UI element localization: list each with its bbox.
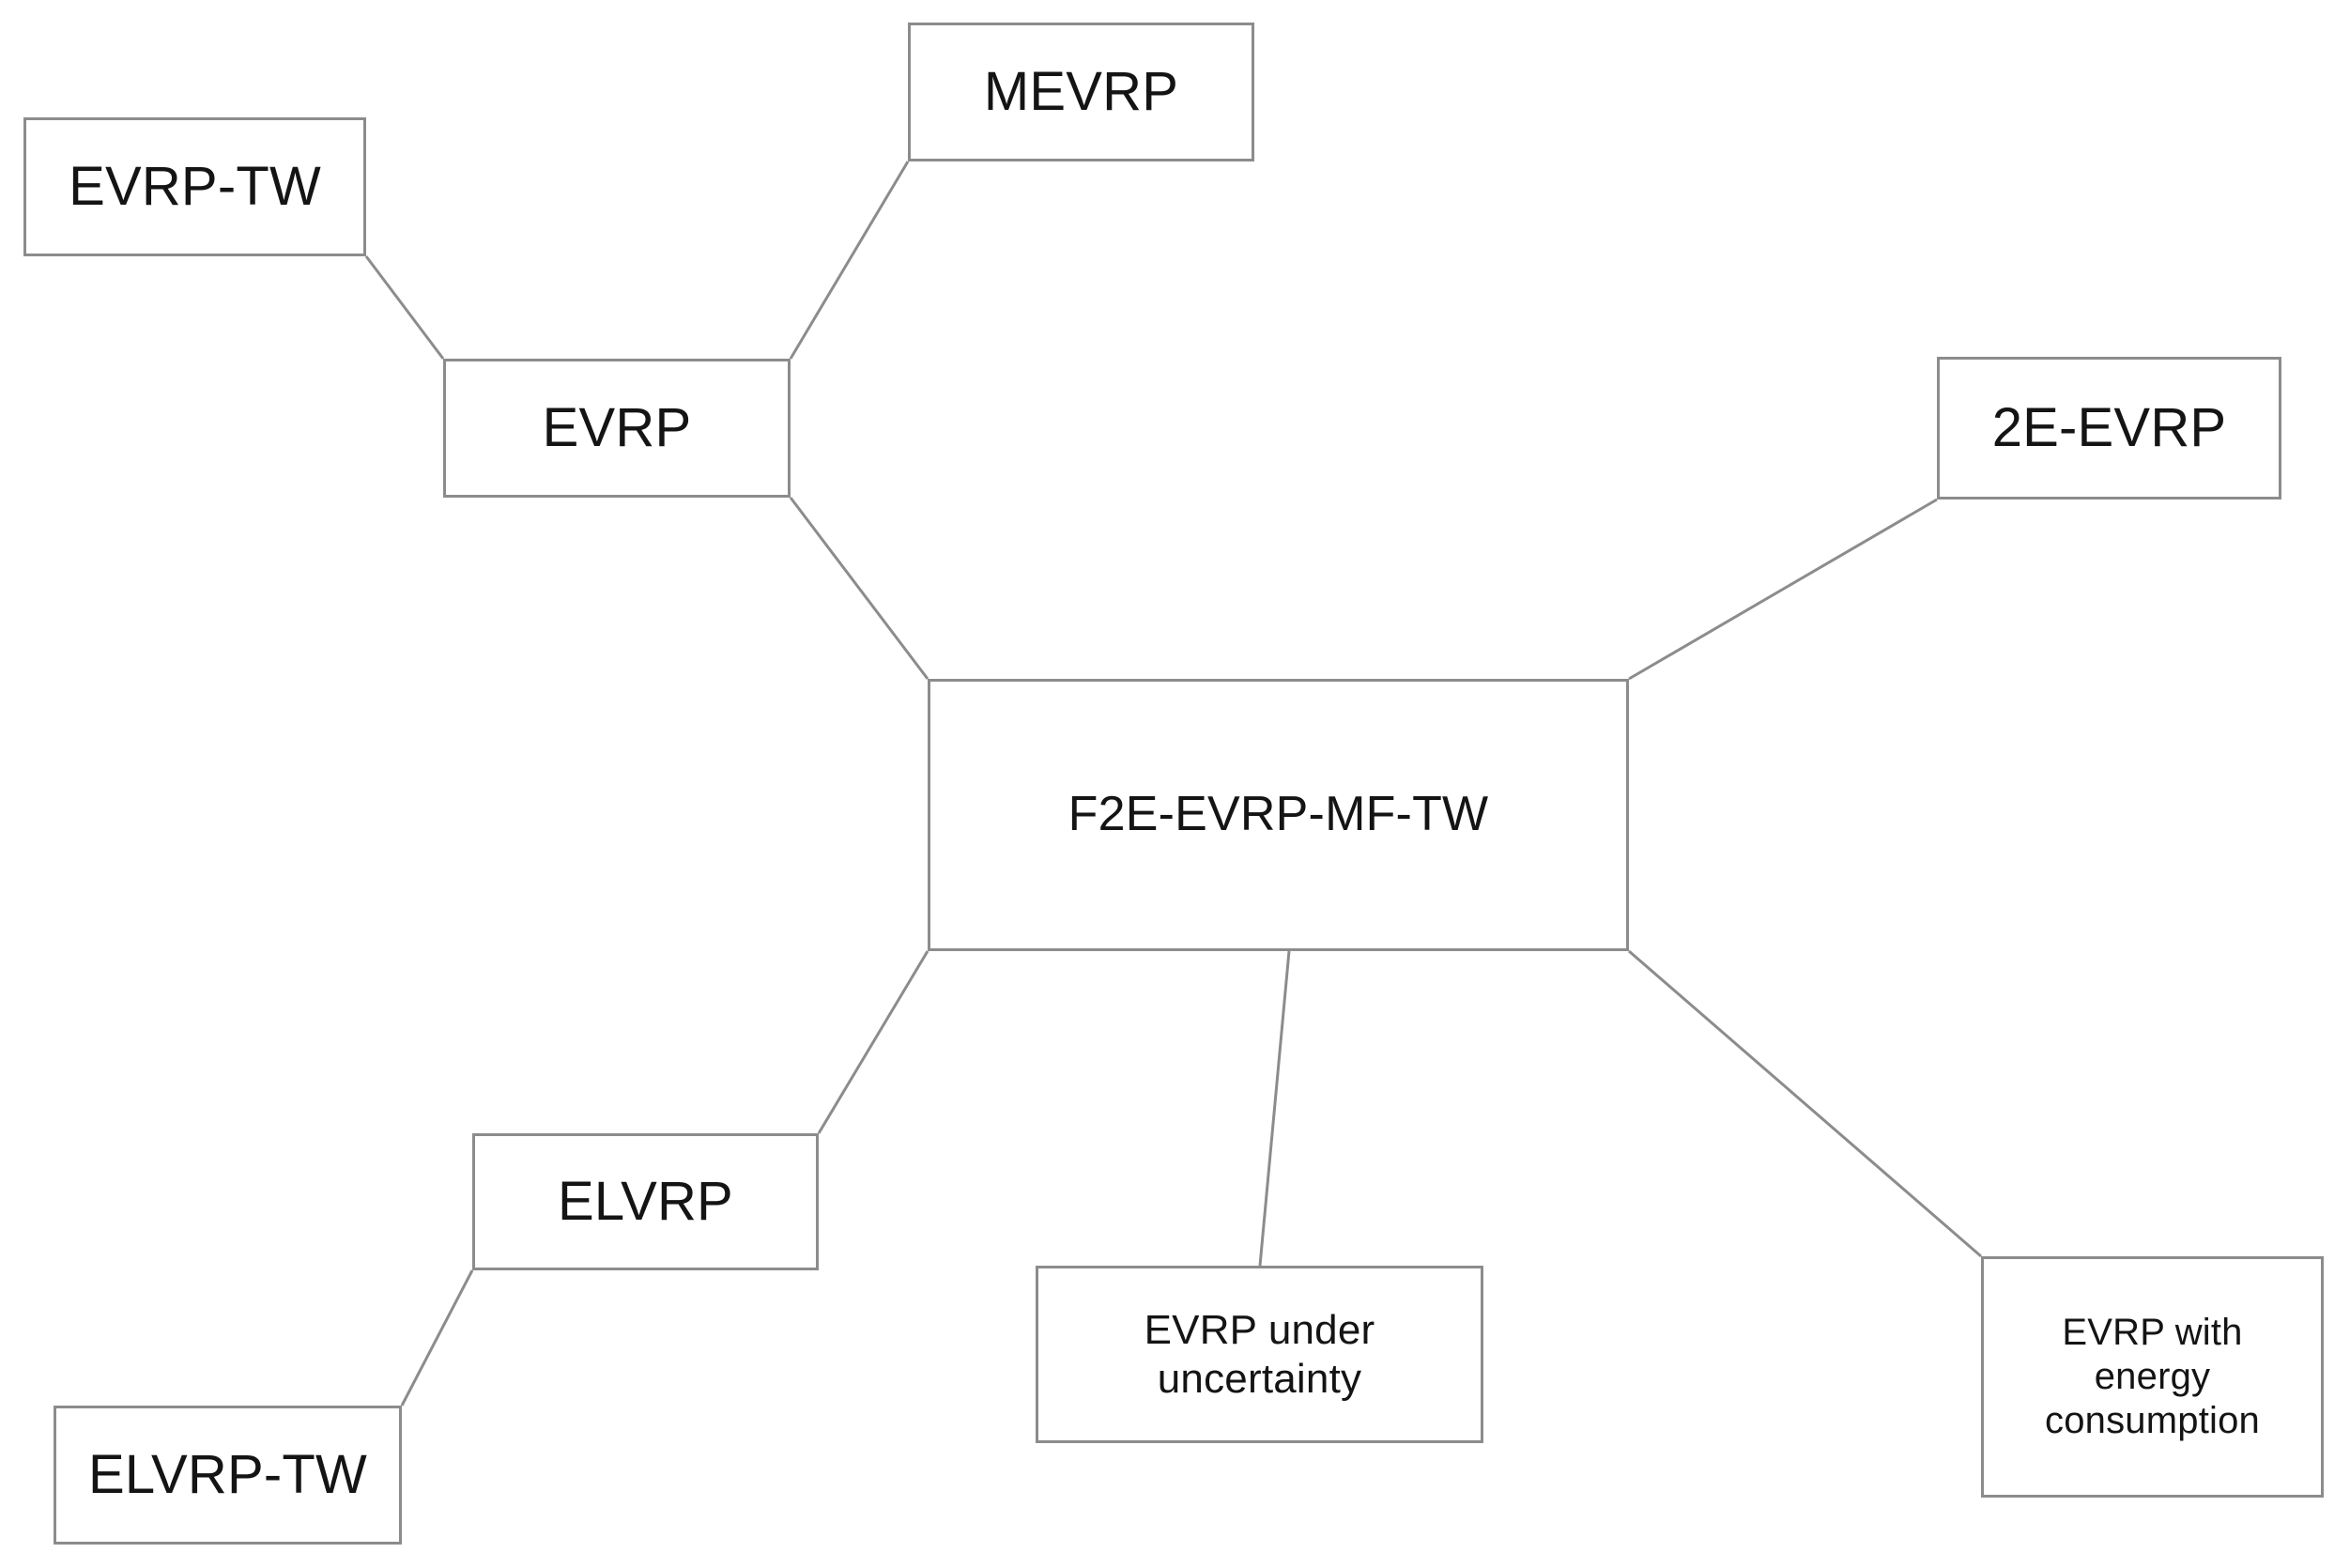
edge-evrp-to-mevrp [789,161,910,360]
node-label-evrp-with-energy-consumption: EVRP with energy consumption [2045,1311,2260,1442]
node-evrp-tw[interactable]: EVRP-TW [23,117,366,256]
node-evrp-with-energy-consumption[interactable]: EVRP with energy consumption [1981,1256,2324,1498]
node-label-2e-evrp: 2E-EVRP [1991,396,2227,458]
edge-f2e-evrp-mf-tw-to-2e-evrp [1628,498,1938,681]
node-label-evrp-tw: EVRP-TW [69,155,321,217]
node-label-evrp: EVRP [542,396,692,458]
edge-f2e-evrp-mf-tw-to-evrp-with-energy-consumption [1628,949,1982,1258]
node-label-mevrp: MEVRP [983,60,1179,122]
node-mevrp[interactable]: MEVRP [908,23,1254,161]
node-label-f2e-evrp-mf-tw: F2E-EVRP-MF-TW [1067,787,1489,842]
edge-evrp-to-f2e-evrp-mf-tw [789,497,929,680]
node-evrp[interactable]: EVRP [443,359,791,498]
node-label-evrp-under-uncertainty: EVRP under uncertainty [1144,1306,1375,1402]
edge-f2e-evrp-mf-tw-to-elvrp [817,950,929,1134]
node-label-elvrp-tw: ELVRP-TW [88,1443,367,1505]
node-f2e-evrp-mf-tw[interactable]: F2E-EVRP-MF-TW [928,679,1629,951]
node-elvrp[interactable]: ELVRP [472,1133,819,1270]
edge-evrp-tw-to-evrp [364,255,445,360]
edge-f2e-evrp-mf-tw-to-evrp-under-uncertainty [1258,950,1291,1267]
node-2e-evrp[interactable]: 2E-EVRP [1937,357,2281,500]
node-evrp-under-uncertainty[interactable]: EVRP under uncertainty [1036,1266,1483,1443]
edge-elvrp-to-elvrp-tw [400,1269,474,1407]
node-elvrp-tw[interactable]: ELVRP-TW [54,1406,402,1545]
node-label-elvrp: ELVRP [558,1170,733,1232]
